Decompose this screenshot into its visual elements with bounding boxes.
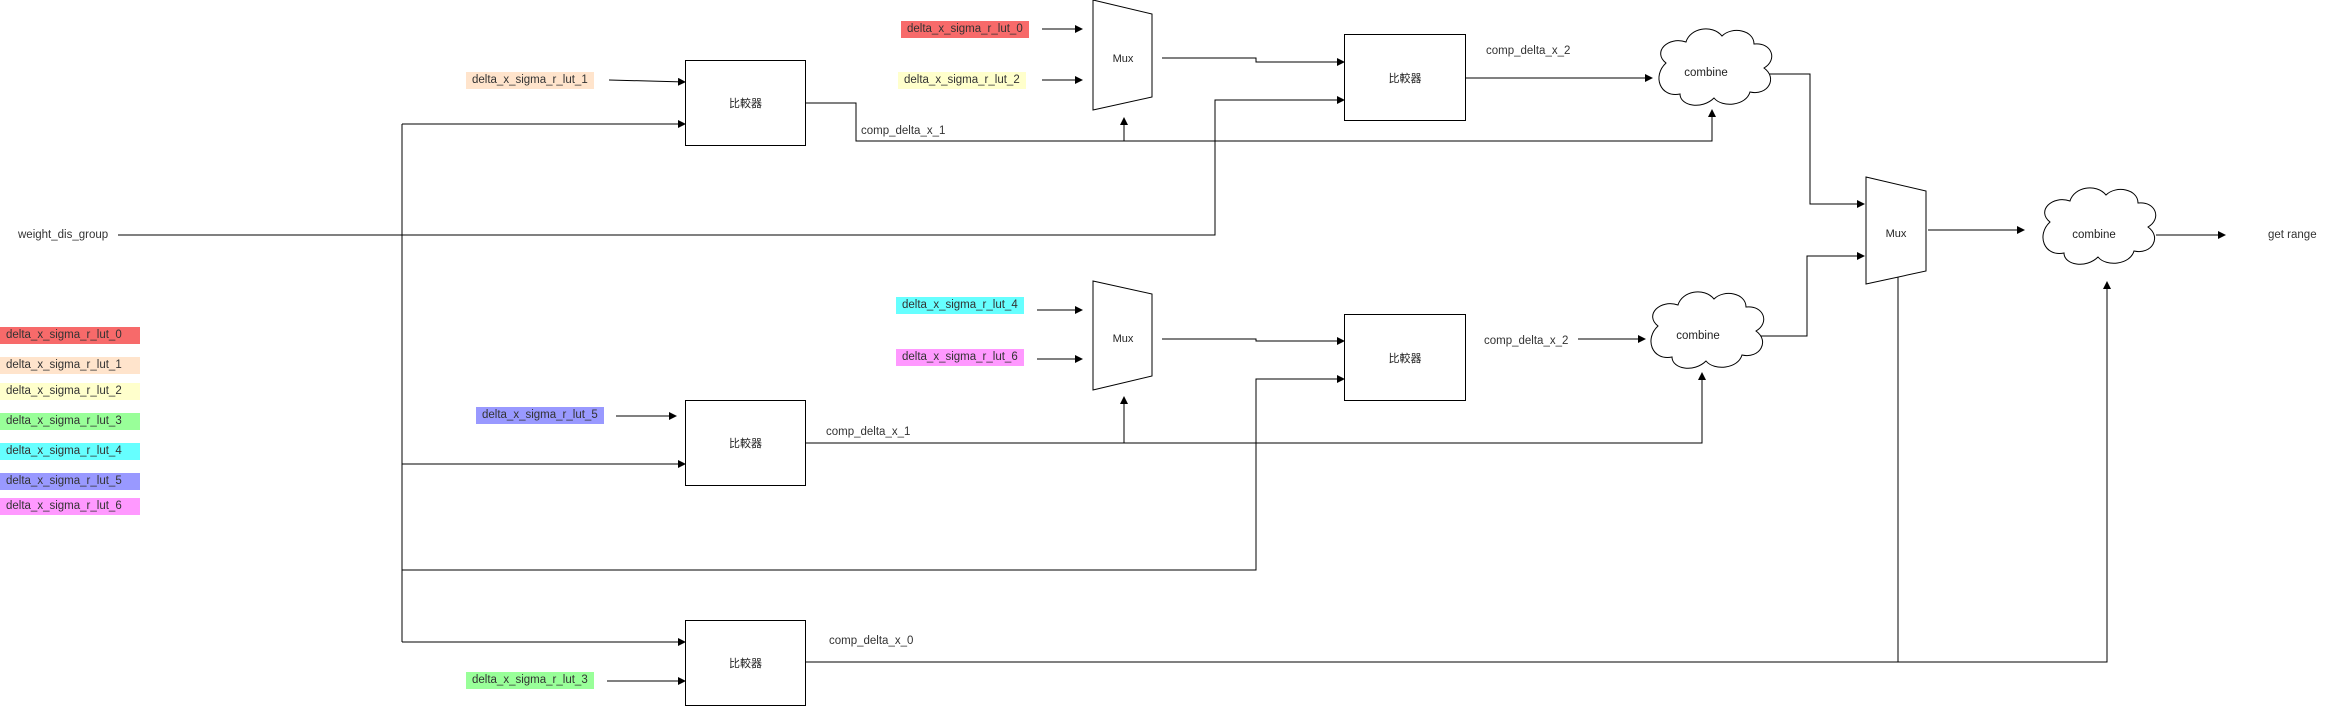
legend-item-lut-3: delta_x_sigma_r_lut_3 xyxy=(0,413,140,430)
comparator-3: 比較器 xyxy=(685,400,806,486)
lut-1-chip: delta_x_sigma_r_lut_1 xyxy=(466,72,594,89)
comp-delta-x-1-lower-label: comp_delta_x_1 xyxy=(826,426,911,438)
wire-mux1-out xyxy=(1162,57,1345,66)
legend-item-lut-1: delta_x_sigma_r_lut_1 xyxy=(0,357,140,374)
wire-lut1 xyxy=(608,77,686,86)
comparator-bottom: 比較器 xyxy=(685,620,806,706)
mux-3-label: Mux xyxy=(1885,228,1907,240)
comparator-1-label: 比較器 xyxy=(729,98,762,110)
legend-item-lut-5: delta_x_sigma_r_lut_5 xyxy=(0,473,140,490)
wire-comp-bottom-out xyxy=(806,281,2111,663)
legend-item-lut-2: delta_x_sigma_r_lut_2 xyxy=(0,383,140,400)
combine-3-label: combine xyxy=(2072,229,2116,241)
lut-4-chip: delta_x_sigma_r_lut_4 xyxy=(896,297,1024,314)
wire-weight-main xyxy=(118,96,1345,236)
lut-5-chip: delta_x_sigma_r_lut_5 xyxy=(476,407,604,424)
weight-dis-group-label: weight_dis_group xyxy=(18,229,109,241)
legend-item-lut-4: delta_x_sigma_r_lut_4 xyxy=(0,443,140,460)
mux-shape-1 xyxy=(1092,0,1153,111)
mux-2-label: Mux xyxy=(1112,333,1134,345)
cloud-shape-2 xyxy=(1650,291,1765,369)
comp-delta-x-2-top-label: comp_delta_x_2 xyxy=(1486,45,1571,57)
wire-mux2-out xyxy=(1162,337,1345,345)
wire-comp3-out xyxy=(806,372,1706,444)
wire-combine1-to-mux xyxy=(1765,73,1865,208)
comp-delta-x-2-lower-label: comp_delta_x_2 xyxy=(1484,335,1569,347)
lut-0-chip: delta_x_sigma_r_lut_0 xyxy=(901,21,1029,38)
comparator-bottom-label: 比較器 xyxy=(729,658,762,670)
legend-item-lut-6: delta_x_sigma_r_lut_6 xyxy=(0,498,140,515)
comp-delta-x-0-label: comp_delta_x_0 xyxy=(829,635,914,647)
get-range-label: get range xyxy=(2268,229,2317,241)
cloud-shape-1 xyxy=(1658,28,1773,106)
mux-shape-2 xyxy=(1092,280,1153,391)
mux-1-label: Mux xyxy=(1112,53,1134,65)
comparator-3-label: 比較器 xyxy=(729,438,762,450)
comparator-lower-right-label: 比較器 xyxy=(1388,352,1422,365)
comp-delta-x-1-top-label: comp_delta_x_1 xyxy=(861,125,946,137)
legend-item-lut-0: delta_x_sigma_r_lut_0 xyxy=(0,327,140,344)
wire-comp1-out xyxy=(806,102,1716,142)
combine-2-label: combine xyxy=(1676,330,1720,342)
lut-6-chip: delta_x_sigma_r_lut_6 xyxy=(896,349,1024,366)
comparator-lower-right: 比較器 xyxy=(1344,314,1466,401)
mux-shape-3 xyxy=(1865,176,1927,285)
lut-3-chip: delta_x_sigma_r_lut_3 xyxy=(466,672,594,689)
cloud-shape-3 xyxy=(2042,187,2157,265)
lut-2-chip: delta_x_sigma_r_lut_2 xyxy=(898,72,1026,89)
combine-1-label: combine xyxy=(1684,67,1728,79)
wire-combine2-to-mux xyxy=(1758,252,1865,337)
comparator-top-right: 比較器 xyxy=(1344,34,1466,121)
wire-to-comp-lower xyxy=(402,375,1345,571)
comparator-1: 比較器 xyxy=(685,60,806,146)
comparator-top-right-label: 比較器 xyxy=(1388,72,1422,85)
